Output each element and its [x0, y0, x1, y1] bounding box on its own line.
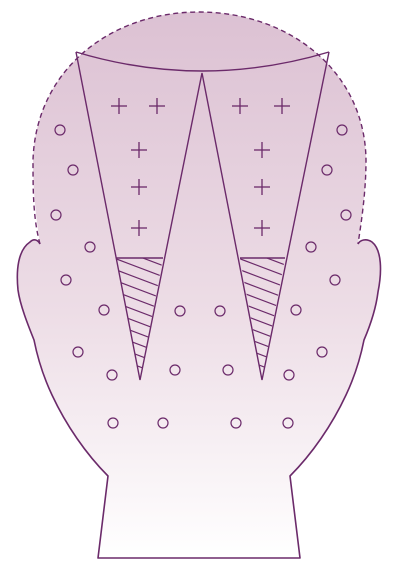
head-outline	[17, 12, 380, 558]
